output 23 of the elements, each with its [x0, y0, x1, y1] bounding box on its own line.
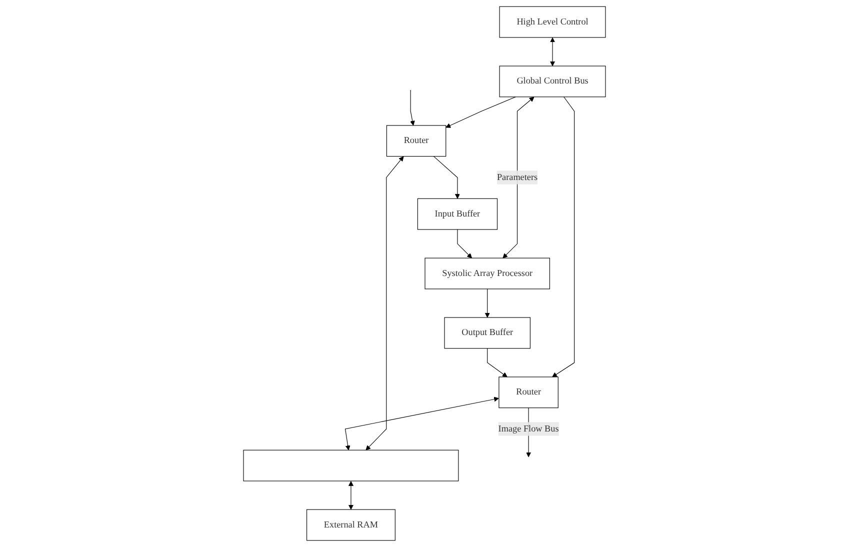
node-box: Router — [386, 125, 446, 157]
arrow — [446, 96, 516, 128]
arrow — [366, 156, 404, 450]
arrow — [410, 90, 415, 126]
edge-label: Image Flow Bus — [498, 424, 559, 434]
arrow — [344, 396, 499, 450]
arrow — [550, 37, 556, 66]
node-box: Router — [498, 376, 558, 408]
node-box: Global Control Bus — [499, 66, 606, 98]
arrow — [433, 156, 460, 199]
arrow — [457, 229, 472, 258]
arrow — [484, 288, 490, 318]
node-box: Systolic Array Processor — [424, 258, 550, 290]
node-box: External RAM — [306, 509, 396, 541]
node-box: Output Buffer — [444, 317, 530, 349]
arrow — [487, 348, 508, 378]
node-box: High Level Control — [499, 6, 606, 38]
node-box: Input Buffer — [417, 198, 498, 230]
arrow — [552, 96, 575, 378]
arrow — [348, 480, 354, 510]
edge-label: Parameters — [496, 172, 538, 182]
node-bar — [243, 450, 459, 482]
arrow — [502, 96, 534, 258]
